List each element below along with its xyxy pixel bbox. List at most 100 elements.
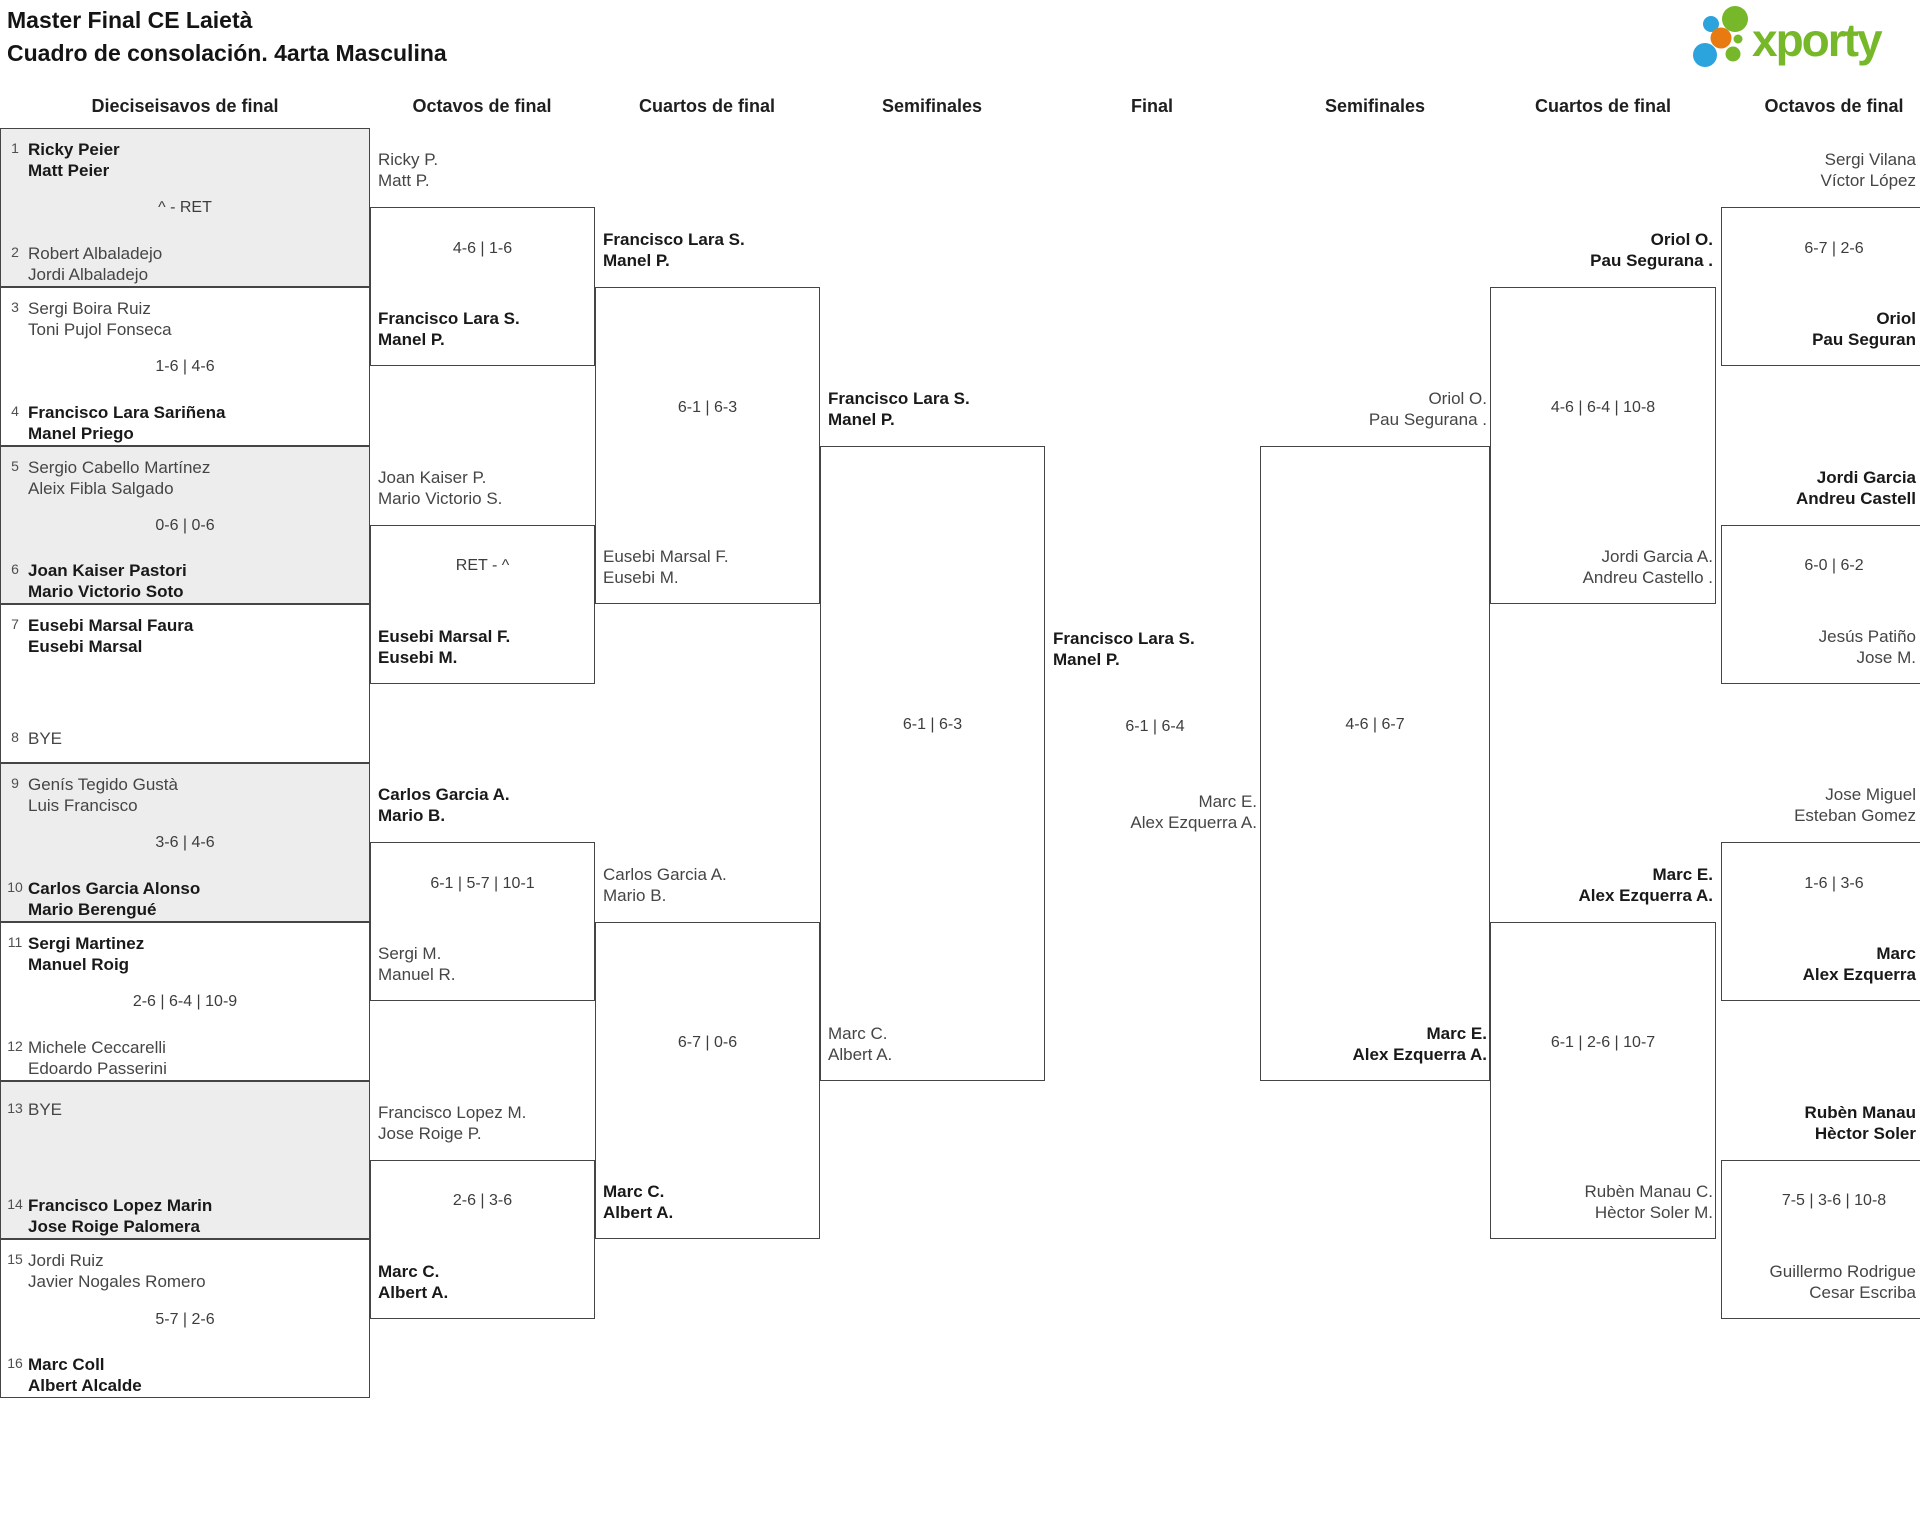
team-name-line: Cesar Escriba bbox=[1809, 1282, 1916, 1302]
octavos-left-match-box bbox=[370, 1159, 595, 1319]
seed-number: 2 bbox=[11, 243, 19, 260]
team-entry: Rubèn Manau C.Hèctor Soler M. bbox=[1584, 1181, 1713, 1223]
team-entry: Ricky P.Matt P. bbox=[378, 149, 438, 191]
team-name-line: Matt Peier bbox=[28, 161, 110, 180]
team-entry: Carlos Garcia A.Mario B. bbox=[603, 864, 727, 906]
team-name-line: Manel P. bbox=[1053, 650, 1120, 669]
team-name-line: Jordi Ruiz bbox=[28, 1251, 104, 1271]
team-name-line: Ricky P. bbox=[378, 150, 439, 170]
team-name-line: Esteban Gomez bbox=[1794, 806, 1916, 826]
r32-match-box bbox=[0, 1239, 370, 1398]
seed-number: 7 bbox=[11, 616, 19, 633]
team-name-line: Jesús Patiño bbox=[1818, 626, 1916, 646]
team-name-line: Alex Ezquerra A. bbox=[1578, 885, 1713, 905]
tournament-name: Master Final CE Laietà bbox=[7, 7, 253, 33]
team-name-line: Alex Ezquerra bbox=[1802, 965, 1916, 985]
team-name-line: BYE bbox=[28, 1099, 63, 1119]
team-name-line: Sergi Martinez bbox=[28, 933, 145, 953]
team-name-line: Pau Seguran bbox=[1812, 330, 1916, 350]
seed-number: 14 bbox=[7, 1196, 23, 1213]
team-name-line: Mario Victorio S. bbox=[378, 488, 503, 508]
team-name-line: Oriol O. bbox=[1650, 229, 1713, 249]
team-name-line: Albert A. bbox=[603, 1203, 674, 1223]
team-entry: Joan Kaiser P.Mario Victorio S. bbox=[378, 467, 502, 509]
match-score: 6-1 | 5-7 | 10-1 bbox=[430, 874, 535, 892]
team-name-line: Albert Alcalde bbox=[28, 1376, 142, 1395]
team-name-line: Oriol O. bbox=[1428, 388, 1487, 408]
team-name-line: Toni Pujol Fonseca bbox=[28, 319, 172, 339]
seed-number: 16 bbox=[7, 1355, 23, 1371]
match-score: 6-1 | 6-4 bbox=[1125, 718, 1185, 735]
team-name-line: Francisco Lara S. bbox=[378, 309, 520, 329]
team-name-line: Marc Coll bbox=[28, 1355, 105, 1374]
r32-match-box bbox=[0, 604, 370, 763]
seed-number: 8 bbox=[11, 729, 19, 745]
round-header: Octavos de final bbox=[412, 96, 552, 116]
match-score: 2-6 | 6-4 | 10-9 bbox=[132, 993, 238, 1011]
octavos-right-match-box bbox=[1721, 207, 1920, 367]
xporty-logo[interactable]: xporty bbox=[1686, 0, 1920, 82]
team-name-line: Francisco Lara S. bbox=[828, 388, 970, 408]
team-name-line: Francisco Lopez Marin bbox=[28, 1196, 213, 1216]
match-score: 6-1 | 6-3 bbox=[677, 398, 738, 416]
cuartos-left-match-box bbox=[595, 921, 820, 1240]
team-entry: Marc C.Albert A. bbox=[603, 1181, 673, 1223]
team-name-line: Rubèn Manau bbox=[1804, 1102, 1916, 1122]
team-entry: BYE bbox=[28, 728, 62, 749]
team-name-line: Joan Kaiser Pastori bbox=[28, 561, 187, 581]
team-name-line: Pau Segurana . bbox=[1368, 409, 1487, 429]
xporty-logo-graphic: xporty bbox=[1693, 6, 1885, 67]
team-name-line: Edoardo Passerini bbox=[28, 1058, 167, 1078]
team-name-line: Eusebi M. bbox=[603, 568, 679, 588]
octavos-left-match-box bbox=[370, 842, 595, 1002]
team-name-line: Ricky Peier bbox=[28, 140, 120, 159]
team-name-line: Sergi Vilana bbox=[1824, 150, 1916, 170]
match-score: 3-6 | 4-6 bbox=[155, 834, 215, 852]
team-name-line: Víctor López bbox=[1820, 171, 1916, 191]
octavos-left-match-box bbox=[370, 524, 595, 684]
team-name-line: Jose M. bbox=[1856, 647, 1916, 667]
match-score: ^ - RET bbox=[158, 199, 212, 217]
team-name-line: Mario Berengué bbox=[28, 899, 157, 919]
team-entry: Francisco Lara S.Manel P. bbox=[1053, 628, 1195, 670]
team-entry: Marc E.Alex Ezquerra A. bbox=[1579, 864, 1713, 906]
team-name-line: Jordi Garcia A. bbox=[1601, 547, 1714, 567]
seed-number: 10 bbox=[7, 878, 23, 895]
cuartos-left-match-box bbox=[595, 286, 820, 605]
match-score: 6-0 | 6-2 bbox=[1804, 557, 1864, 575]
team-name-line: Rubèn Manau C. bbox=[1584, 1182, 1713, 1202]
logo-dot-green-tiny bbox=[1733, 34, 1743, 44]
team-name-line: Matt P. bbox=[378, 171, 430, 191]
r32-match-box bbox=[0, 921, 370, 1081]
match-score: 6-1 | 6-3 bbox=[902, 716, 963, 733]
team-name-line: Carlos Garcia A. bbox=[378, 785, 510, 805]
team-name-line: Manel P. bbox=[603, 250, 670, 270]
team-name-line: Robert Albaladejo bbox=[28, 243, 163, 263]
team-name-line: Marc E. bbox=[1426, 1023, 1487, 1043]
team-name-line: Hèctor Soler M. bbox=[1594, 1203, 1713, 1223]
round-header: Cuartos de final bbox=[1534, 96, 1672, 116]
team-name-line: Jose Roige P. bbox=[378, 1123, 482, 1143]
team-entry: Oriol O.Pau Segurana . bbox=[1590, 229, 1713, 271]
team-name-line: Manuel R. bbox=[378, 965, 456, 985]
team-name-line: Francisco Lopez M. bbox=[378, 1102, 527, 1122]
team-name-line: Jose Miguel bbox=[1825, 785, 1916, 805]
logo-dot-blue-small bbox=[1703, 16, 1719, 32]
match-score: 1-6 | 3-6 bbox=[1804, 874, 1864, 892]
team-entry: Marc C.Albert A. bbox=[828, 1023, 892, 1065]
